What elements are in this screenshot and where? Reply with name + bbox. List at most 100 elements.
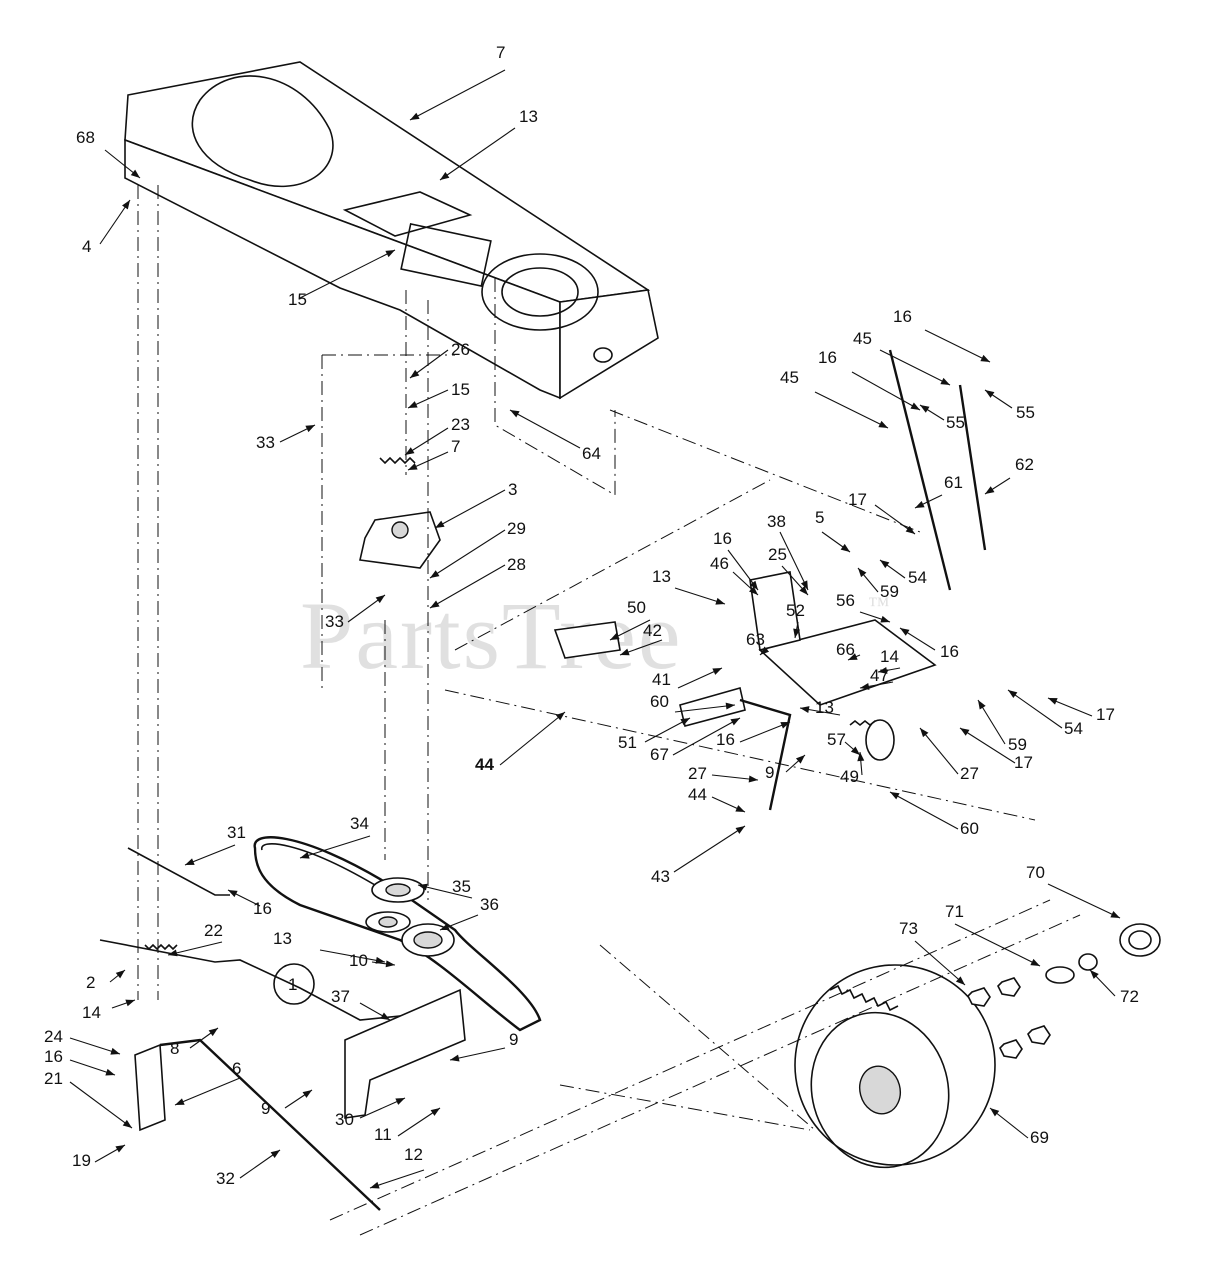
part-label-5: 5 <box>815 508 824 527</box>
callout-arrowhead <box>305 425 315 433</box>
callout-arrowhead <box>920 405 930 413</box>
callout-arrowhead <box>410 112 420 120</box>
callout-arrowhead <box>440 171 450 180</box>
callout-leader <box>499 711 566 766</box>
callout-arrowhead <box>910 402 920 410</box>
callout-arrowhead <box>725 702 735 710</box>
callout-leader <box>409 69 506 121</box>
callout-arrowhead <box>858 568 867 578</box>
pulley-35 <box>371 877 425 903</box>
callout-arrowhead <box>749 580 758 590</box>
part-label-45: 45 <box>780 368 799 387</box>
part-label-9: 9 <box>765 763 774 782</box>
part-label-29: 29 <box>507 519 526 538</box>
part-label-33: 33 <box>256 433 275 452</box>
callout-leader <box>851 371 921 411</box>
part-label-26: 26 <box>451 340 470 359</box>
part-label-16: 16 <box>893 307 912 326</box>
callout-arrowhead <box>440 923 450 930</box>
watermark-trademark: ™ <box>868 592 892 617</box>
part-label-2: 2 <box>86 973 95 992</box>
callout-arrowhead <box>800 706 810 713</box>
callout-arrowhead <box>800 580 808 590</box>
callout-arrowhead <box>450 1054 460 1062</box>
callout-arrowhead <box>780 722 790 729</box>
callout-arrowhead <box>920 728 929 738</box>
part-label-49: 49 <box>840 767 859 786</box>
callout-arrowhead <box>840 543 850 552</box>
part-label-71: 71 <box>945 902 964 921</box>
callout-arrowhead <box>748 775 758 783</box>
callout-arrowhead <box>430 600 440 608</box>
part-label-51: 51 <box>618 733 637 752</box>
part-label-16: 16 <box>818 348 837 367</box>
part-label-44: 44 <box>475 755 494 774</box>
lug-nuts <box>967 953 1098 1059</box>
part-label-24: 24 <box>44 1027 63 1046</box>
callout-arrowhead <box>385 960 395 968</box>
callout-arrowhead <box>208 1028 218 1037</box>
callout-leader <box>369 1169 425 1189</box>
callout-arrowhead <box>408 401 418 408</box>
callout-arrowhead <box>890 792 900 800</box>
part-label-12: 12 <box>404 1145 423 1164</box>
part-label-31: 31 <box>227 823 246 842</box>
callout-arrowhead <box>735 826 745 834</box>
part-label-13: 13 <box>652 567 671 586</box>
callout-leader <box>69 1081 133 1129</box>
callout-arrowhead <box>1030 958 1040 966</box>
part-label-47: 47 <box>870 666 889 685</box>
part-label-69: 69 <box>1030 1128 1049 1147</box>
callout-arrowhead <box>185 858 195 865</box>
callout-leader <box>299 249 396 299</box>
callout-arrowhead <box>175 1098 185 1105</box>
part-label-16: 16 <box>940 642 959 661</box>
part-label-52: 52 <box>786 601 805 620</box>
part-label-55: 55 <box>1016 403 1035 422</box>
part-label-3: 3 <box>508 480 517 499</box>
part-label-41: 41 <box>652 670 671 689</box>
part-label-16: 16 <box>44 1047 63 1066</box>
lever-6 <box>134 1043 166 1132</box>
part-label-67: 67 <box>650 745 669 764</box>
part-label-63: 63 <box>746 630 765 649</box>
callout-arrowhead <box>880 560 890 569</box>
callout-arrowhead <box>228 890 238 898</box>
part-label-17: 17 <box>848 490 867 509</box>
callout-arrowhead <box>410 369 420 378</box>
callout-leader <box>959 727 1016 764</box>
part-label-9: 9 <box>509 1030 518 1049</box>
part-label-16: 16 <box>713 529 732 548</box>
part-label-44: 44 <box>688 785 707 804</box>
callout-arrowhead <box>270 1150 280 1159</box>
part-label-9: 9 <box>261 1099 270 1118</box>
spring-23 <box>379 456 416 465</box>
callout-leader <box>1047 883 1121 919</box>
part-label-6: 6 <box>232 1059 241 1078</box>
callout-leader <box>779 531 809 591</box>
part-label-55: 55 <box>946 413 965 432</box>
callout-arrowhead <box>122 1119 132 1128</box>
callout-leader <box>319 949 386 963</box>
part-label-23: 23 <box>451 415 470 434</box>
part-label-37: 37 <box>331 987 350 1006</box>
callout-arrowhead <box>795 755 805 764</box>
callout-leader <box>299 835 371 859</box>
callout-leader <box>174 1077 241 1106</box>
callout-leader <box>417 884 473 899</box>
callout-arrowhead <box>430 570 440 578</box>
callout-arrowhead <box>749 586 758 595</box>
callout-arrowhead <box>960 728 970 736</box>
part-label-25: 25 <box>768 545 787 564</box>
callout-arrowhead <box>980 354 990 362</box>
part-label-14: 14 <box>880 647 899 666</box>
callout-leader <box>914 940 966 986</box>
callout-leader <box>919 727 959 775</box>
callout-arrowhead <box>712 668 722 675</box>
part-label-16: 16 <box>253 899 272 918</box>
callout-leader <box>889 791 959 830</box>
part-label-7: 7 <box>451 437 460 456</box>
callout-arrowhead <box>435 520 445 528</box>
watermark: PartsTree <box>300 582 682 689</box>
callout-arrowhead <box>555 712 565 721</box>
